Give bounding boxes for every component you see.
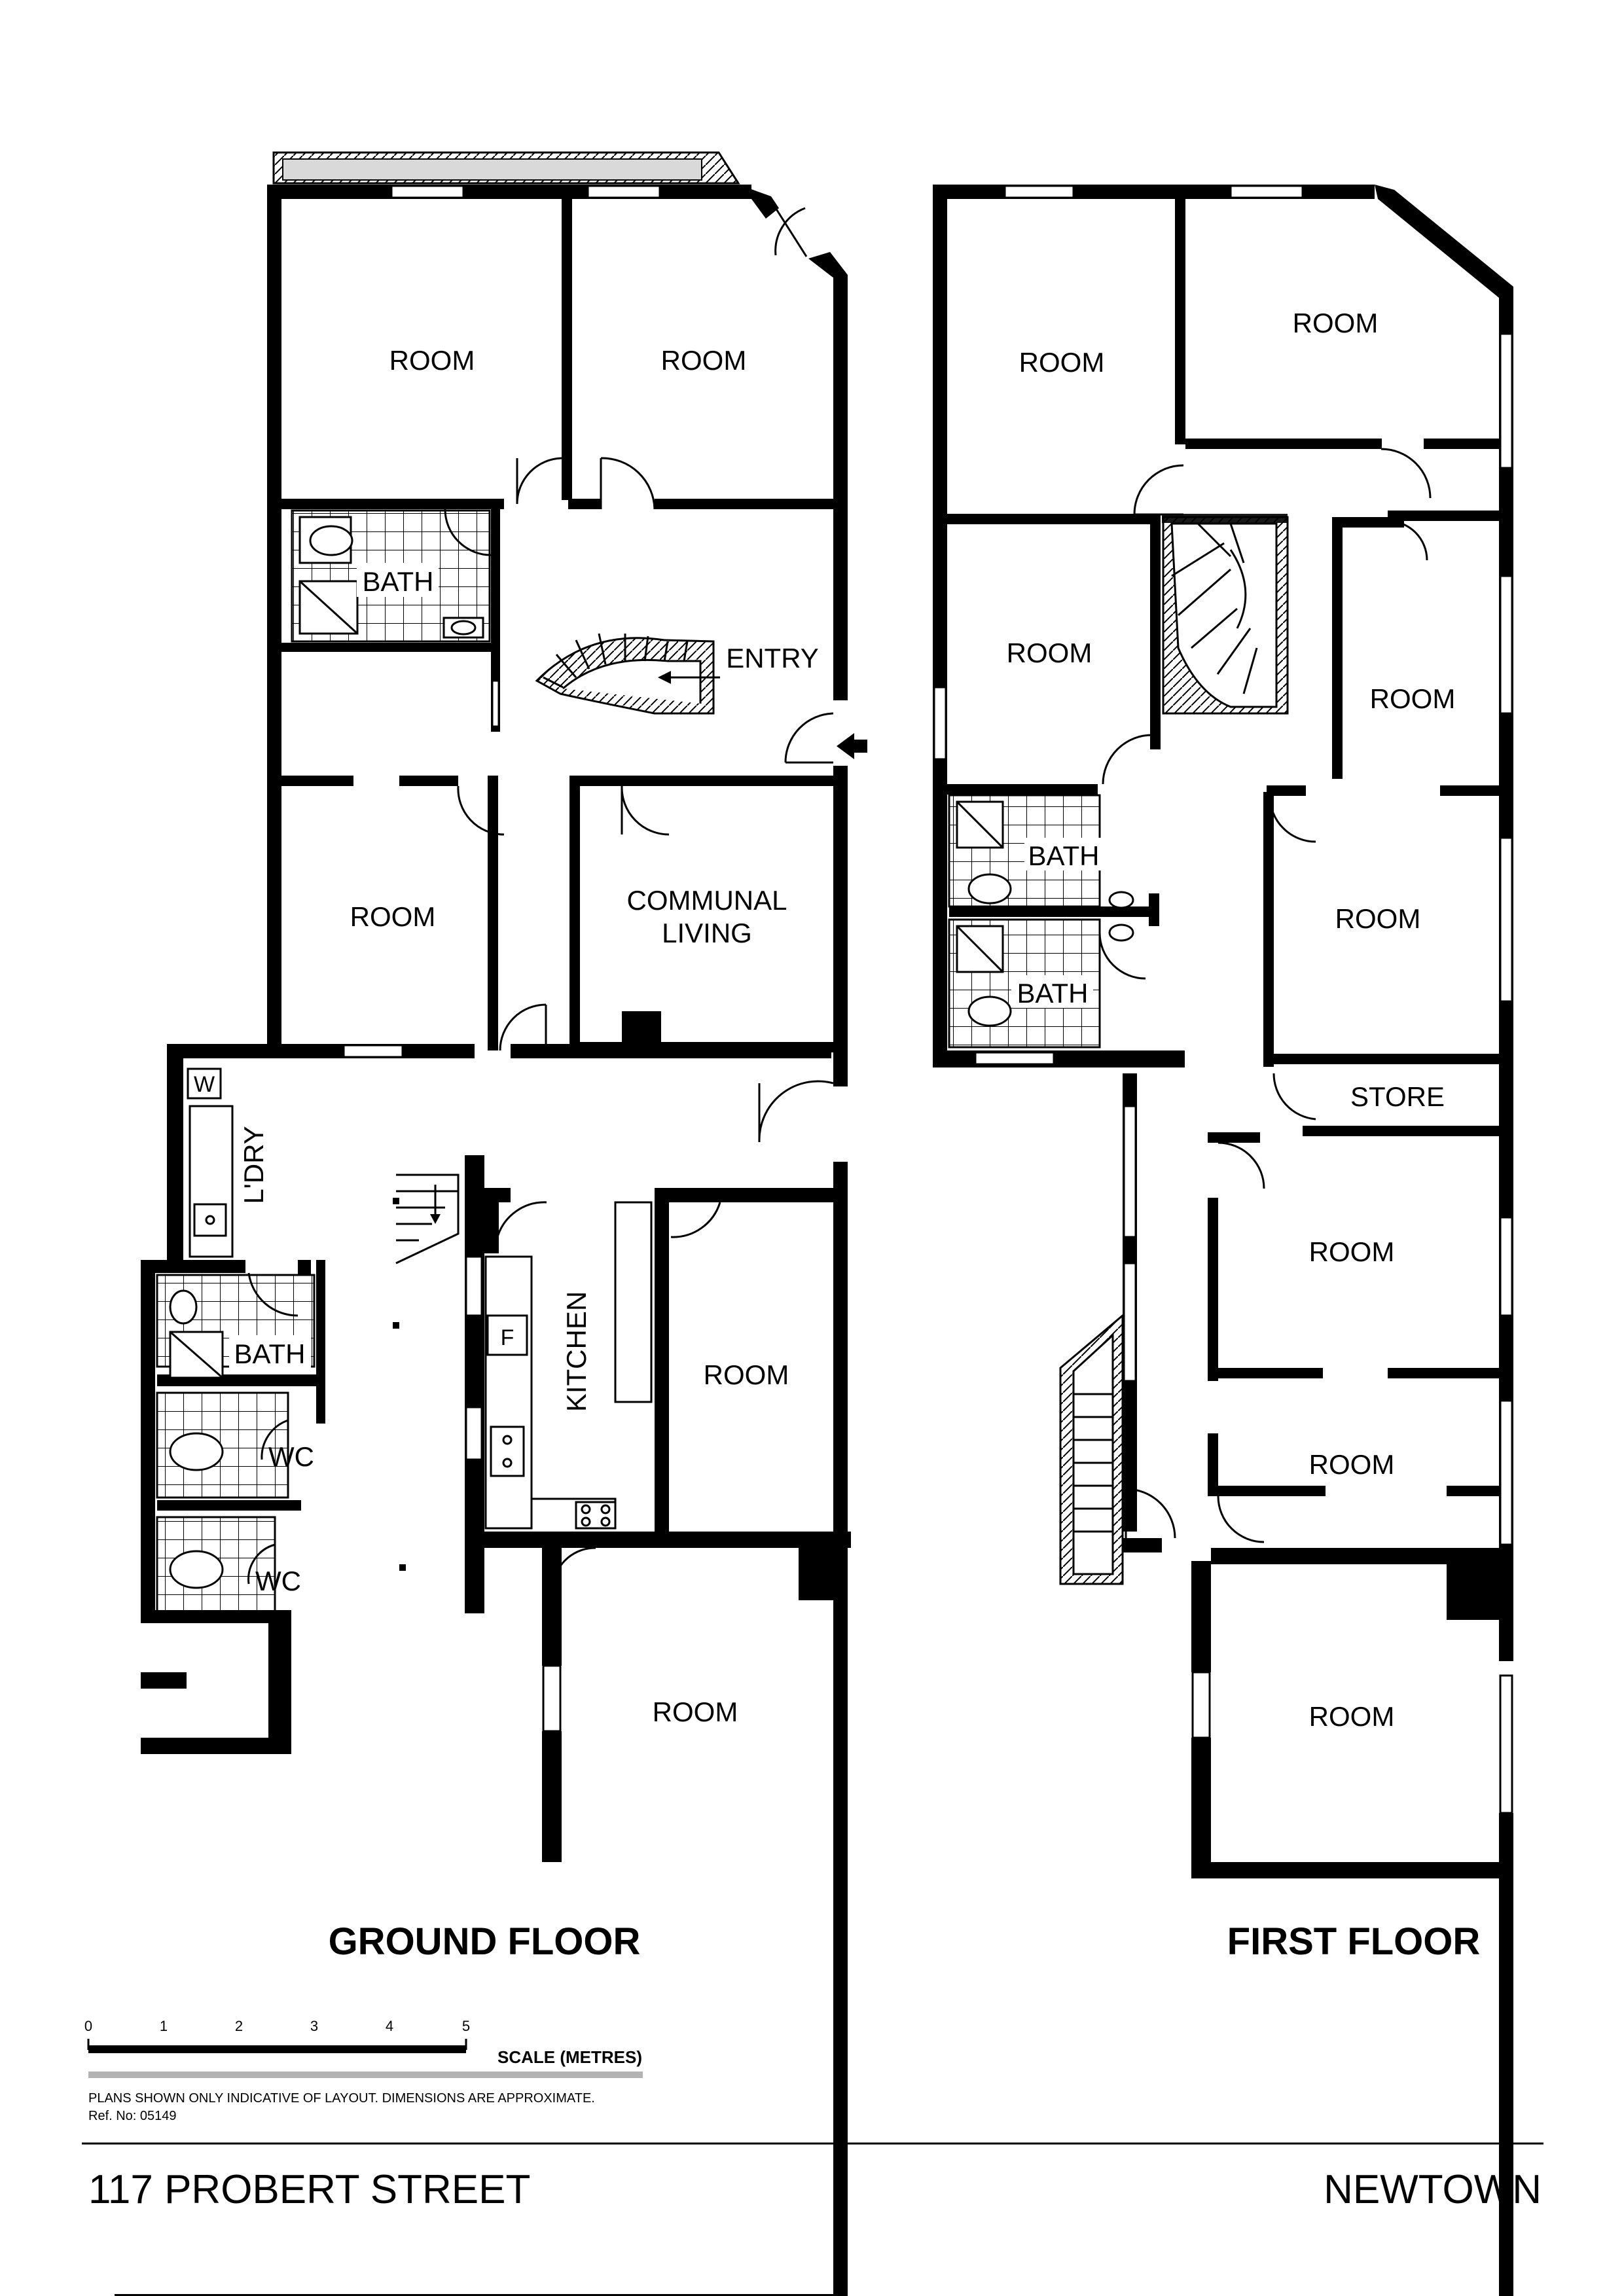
entry-arrow-icon [837, 733, 854, 759]
ground-floor-plan: BATH [115, 151, 867, 2296]
scale-tick-5: 5 [462, 2018, 470, 2034]
disclaimer-text: PLANS SHOWN ONLY INDICATIVE OF LAYOUT. D… [88, 2091, 595, 2106]
gf-rear-stair [395, 1174, 460, 1265]
ff-rear-stair [1059, 1313, 1124, 1585]
gf-communal-label-1: COMMUNAL [626, 885, 787, 916]
gf-doors [444, 207, 834, 1143]
ff-bath1-label: BATH [1028, 840, 1100, 871]
scale-tick-3: 3 [310, 2018, 318, 2034]
gf-room-mid-label: ROOM [350, 901, 436, 932]
gf-kitchen-f-label: F [501, 1325, 514, 1350]
gf-wc2-label: WC [255, 1566, 301, 1596]
gf-room-front-right-label: ROOM [661, 345, 747, 376]
gf-room-rear-right-label: ROOM [704, 1359, 789, 1390]
scale-tick-2: 2 [235, 2018, 243, 2034]
scale-tick-1: 1 [160, 2018, 168, 2034]
ff-room-back-label: ROOM [1309, 1701, 1395, 1732]
ff-store-label: STORE [1350, 1081, 1445, 1112]
ff-room-left-mid-label: ROOM [1007, 637, 1092, 668]
scale-tick-0: 0 [84, 2018, 92, 2034]
gf-room-back-label: ROOM [653, 1696, 738, 1727]
gf-laundry-label: L'DRY [238, 1126, 269, 1204]
first-floor-plan: BATH BATH [933, 185, 1513, 2296]
ff-room-rear2-label: ROOM [1309, 1449, 1395, 1480]
ff-bath2-label: BATH [1017, 978, 1089, 1009]
ff-room-right-mid-label: ROOM [1370, 683, 1456, 714]
gf-laundry-w-label: W [194, 1072, 215, 1097]
ff-room-right-lower-label: ROOM [1335, 903, 1421, 934]
gf-bath-rear-label: BATH [234, 1338, 306, 1369]
scale-bar: 0 1 2 3 4 5 SCALE (METRES) PLANS SHOWN O… [84, 2018, 643, 2123]
ground-floor-title: GROUND FLOOR [329, 1920, 641, 1963]
property-address: 117 PROBERT STREET [88, 2167, 530, 2212]
ff-room-front-right-label: ROOM [1293, 308, 1379, 338]
gf-wc1-label: WC [268, 1441, 314, 1472]
gf-bath-label: BATH [363, 566, 434, 597]
gf-entry-label: ENTRY [726, 643, 819, 673]
gf-kitchen-label: KITCHEN [561, 1291, 592, 1412]
ff-room-rear1-label: ROOM [1309, 1236, 1395, 1267]
scale-tick-4: 4 [386, 2018, 393, 2034]
ff-room-front-left-label: ROOM [1019, 347, 1105, 378]
first-floor-title: FIRST FLOOR [1227, 1920, 1481, 1963]
scale-label: SCALE (METRES) [497, 2047, 642, 2067]
gf-communal-label-2: LIVING [662, 918, 752, 948]
property-suburb: NEWTOWN [1324, 2167, 1542, 2212]
reference-number: Ref. No: 05149 [88, 2109, 177, 2123]
gf-room-front-left-label: ROOM [389, 345, 475, 376]
